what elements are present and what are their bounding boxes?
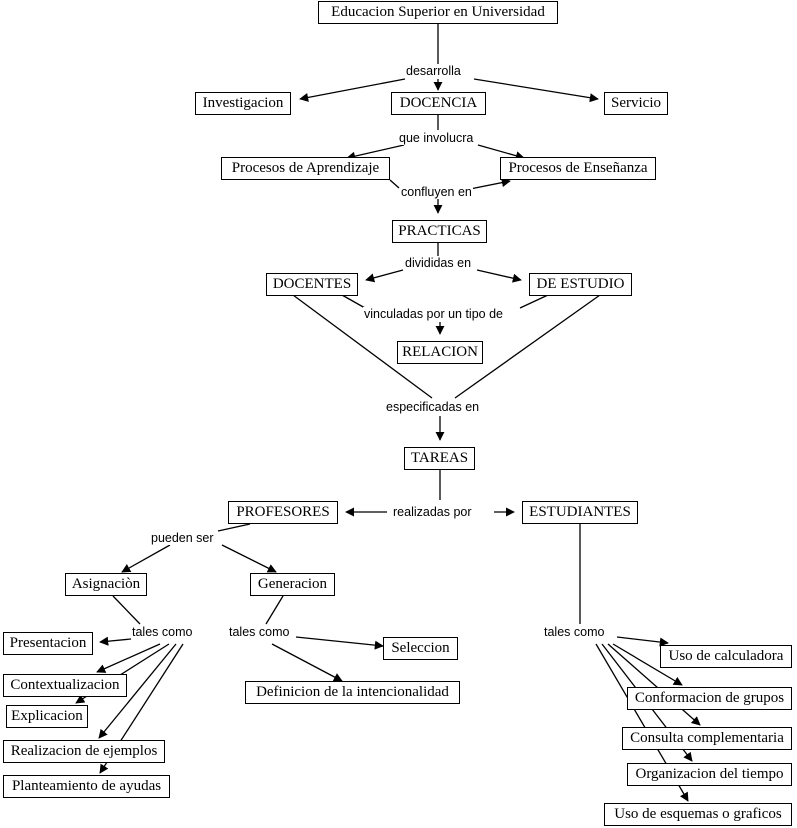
node-conformacion-grupos[interactable]: Conformacion de grupos	[627, 687, 792, 710]
edge-profesores-puedenser	[217, 523, 251, 532]
edge-puedenser-generacion	[221, 544, 277, 573]
edge-generacion-talescomo2	[265, 595, 284, 625]
node-practicas[interactable]: PRACTICAS	[392, 220, 487, 243]
node-uso-esquemas-graficos[interactable]: Uso de esquemas o graficos	[604, 803, 792, 826]
node-servicio[interactable]: Servicio	[604, 92, 668, 115]
node-procesos-aprendizaje[interactable]: Procesos de Aprendizaje	[221, 157, 390, 180]
node-organizacion-tiempo[interactable]: Organizacion del tiempo	[627, 763, 792, 786]
edge-queinvolucra-aprendizaje	[346, 144, 405, 161]
edge-aprendizaje-confluyen	[389, 179, 400, 189]
edge-divididas-deestudio	[476, 269, 522, 283]
edge-queinvolucra-ensenanza	[477, 144, 525, 161]
node-investigacion[interactable]: Investigacion	[195, 92, 291, 115]
node-consulta-complementaria[interactable]: Consulta complementaria	[622, 727, 792, 750]
node-contextualizacion[interactable]: Contextualizacion	[3, 674, 127, 697]
link-label-vinculadas-por-un-tipo-de: vinculadas por un tipo de	[363, 307, 504, 321]
edge-docentes-especificadas	[292, 294, 433, 399]
node-planteamiento-ayudas[interactable]: Planteamiento de ayudas	[3, 775, 170, 798]
edge-talescomo3-calculadora	[616, 636, 669, 647]
link-label-tales-como-asignacion: tales como	[131, 625, 194, 639]
node-presentacion[interactable]: Presentacion	[3, 632, 93, 655]
edge-talescomo2-seleccion	[295, 636, 384, 650]
link-label-confluyen-en: confluyen en	[400, 185, 473, 199]
node-profesores[interactable]: PROFESORES	[228, 501, 338, 524]
edge-talescomo2-definicion	[271, 643, 343, 682]
node-definicion-intencionalidad[interactable]: Definicion de la intencionalidad	[245, 681, 460, 704]
node-tareas[interactable]: TAREAS	[404, 447, 475, 470]
edge-talescomo3-consulta	[607, 643, 701, 726]
link-label-especificadas-en: especificadas en	[385, 400, 481, 414]
node-de-estudio[interactable]: DE ESTUDIO	[529, 273, 632, 296]
node-generacion[interactable]: Generacion	[250, 573, 335, 596]
edge-asignacion-talescomo1	[112, 595, 141, 625]
edge-docentes-vinculadas	[341, 294, 366, 309]
node-seleccion[interactable]: Seleccion	[383, 637, 458, 660]
edge-talescomo1-presentacion	[99, 636, 132, 646]
node-educacion-superior[interactable]: Educacion Superior en Universidad	[318, 1, 558, 24]
node-realizacion-ejemplos[interactable]: Realizacion de ejemplos	[3, 740, 165, 763]
node-asignacion[interactable]: Asignaciòn	[65, 573, 147, 596]
edge-talescomo1-contextualizacion	[96, 643, 161, 673]
link-label-que-involucra: que involucra	[398, 131, 475, 145]
edge-divididas-docentes	[365, 269, 404, 283]
edge-deestudio-vinculadas	[519, 294, 549, 309]
node-explicacion[interactable]: Explicacion	[6, 705, 88, 728]
node-docencia[interactable]: DOCENCIA	[391, 92, 486, 115]
node-relacion[interactable]: RELACION	[397, 341, 483, 364]
edge-talescomo1-realizacion	[98, 643, 177, 739]
edge-puedenser-asignacion	[121, 544, 171, 573]
link-label-tales-como-generacion: tales como	[228, 625, 291, 639]
edge-talescomo3-conformacion	[612, 643, 683, 686]
link-label-desarrolla: desarrolla	[405, 64, 462, 78]
edge-deestudio-especificadas	[454, 294, 601, 399]
edge-desarrolla-investigacion	[299, 78, 406, 102]
link-label-tales-como-estudiantes: tales como	[543, 625, 606, 639]
edge-desarrolla-servicio	[473, 78, 599, 103]
node-docentes[interactable]: DOCENTES	[266, 273, 358, 296]
link-label-divididas-en: divididas en	[404, 256, 473, 270]
link-label-pueden-ser: pueden ser	[150, 531, 215, 545]
node-uso-calculadora[interactable]: Uso de calculadora	[660, 645, 792, 668]
node-estudiantes[interactable]: ESTUDIANTES	[522, 501, 638, 524]
link-label-realizadas-por: realizadas por	[392, 505, 473, 519]
node-procesos-ensenanza[interactable]: Procesos de Enseñanza	[500, 157, 656, 180]
